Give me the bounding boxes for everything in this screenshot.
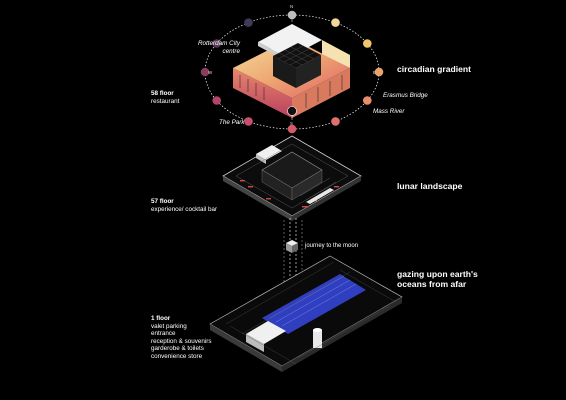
- elevator-cabin-left: [286, 243, 292, 253]
- sun-dot: [212, 39, 221, 48]
- floor-1-use-0: valet parking: [151, 322, 187, 330]
- sun-dot: [244, 18, 253, 27]
- elevator-cabin-right: [292, 243, 298, 253]
- mid-bar-counter: [306, 188, 334, 204]
- journey-label: journey to the moon: [305, 243, 359, 249]
- dark-core-left: [273, 56, 296, 88]
- top-level-plan: [200, 10, 384, 134]
- ground-slab-left: [210, 324, 282, 372]
- compass-w: W: [208, 70, 213, 75]
- mid-white-stair-side: [256, 154, 266, 164]
- floor-57-use: experience/ cocktail bar: [151, 205, 218, 213]
- floor-1-use-1: entrance: [151, 330, 176, 338]
- sun-dots: [200, 10, 384, 134]
- sun-dot: [287, 10, 297, 20]
- floor-58-number: 58 floor: [151, 90, 174, 97]
- sun-dot: [200, 67, 210, 77]
- white-tower: [313, 330, 322, 348]
- white-slab: [258, 24, 322, 58]
- reception-block-side: [246, 334, 264, 352]
- floor-58-use: restaurant: [151, 97, 180, 105]
- erasmus-label: Erasmus Bridge: [383, 92, 428, 99]
- ground-slab-right: [282, 297, 402, 372]
- compass-e: E: [373, 70, 376, 75]
- floor-1-use-2: reception & souvenirs: [151, 337, 212, 345]
- floor-57-number: 57 floor: [151, 198, 174, 205]
- connector: [283, 218, 303, 292]
- compass-n: N: [290, 4, 294, 9]
- floor-1-use-3: garderobe & toilets: [151, 345, 204, 353]
- floor-1-label: 1 floor valet parking entrance reception…: [151, 315, 212, 361]
- maas-label: Mass River: [373, 108, 405, 115]
- sun-dot: [331, 117, 340, 126]
- sun-dot: [363, 39, 372, 48]
- mid-slab-right: [292, 176, 361, 221]
- sun-dot: [363, 96, 372, 105]
- ground-level-plan: [209, 255, 403, 372]
- lunar-landscape-title: lunar landscape: [397, 181, 463, 191]
- sun-dot: [374, 67, 384, 77]
- ocean-title-line1: gazing upon earth's: [397, 269, 478, 279]
- ocean-blue-area: [262, 274, 366, 334]
- ocean-title-line2: oceans from afar: [397, 279, 467, 289]
- park-label: The Park: [219, 119, 245, 126]
- floor-1-number: 1 floor: [151, 315, 171, 322]
- mid-slab-left: [223, 176, 292, 221]
- sun-dot: [287, 124, 297, 134]
- floor-1-use-4: convenience store: [151, 352, 203, 360]
- sun-dot: [212, 96, 221, 105]
- rotterdam-label: Rotterdam City centre: [164, 40, 240, 55]
- dark-core-right: [296, 55, 321, 88]
- rotterdam-text: Rotterdam City centre: [198, 40, 240, 55]
- floor-57-label: 57 floor experience/ cocktail bar: [151, 198, 217, 213]
- compass-s: S: [290, 121, 293, 126]
- circadian-gradient-title: circadian gradient: [397, 64, 472, 74]
- sun-dot: [331, 18, 340, 27]
- dark-core: [273, 43, 321, 68]
- facade-lines: [239, 75, 343, 108]
- sun-dot: [244, 117, 253, 126]
- mid-interior-lines: [235, 143, 349, 209]
- compass-marker: [287, 106, 297, 116]
- middle-level-plan: [222, 135, 362, 221]
- ground-interior-lines: [225, 261, 397, 365]
- right-wing: [322, 40, 350, 68]
- ocean-title: gazing upon earth's oceans from afar: [397, 269, 478, 289]
- floor-58-label: 58 floor restaurant: [151, 90, 179, 105]
- core-grid: [277, 45, 316, 66]
- block-right-wall: [292, 68, 350, 118]
- white-tower-top: [313, 328, 322, 332]
- mid-white-stair: [256, 145, 282, 160]
- reception-block: [246, 321, 286, 344]
- mid-core-right: [291, 169, 323, 201]
